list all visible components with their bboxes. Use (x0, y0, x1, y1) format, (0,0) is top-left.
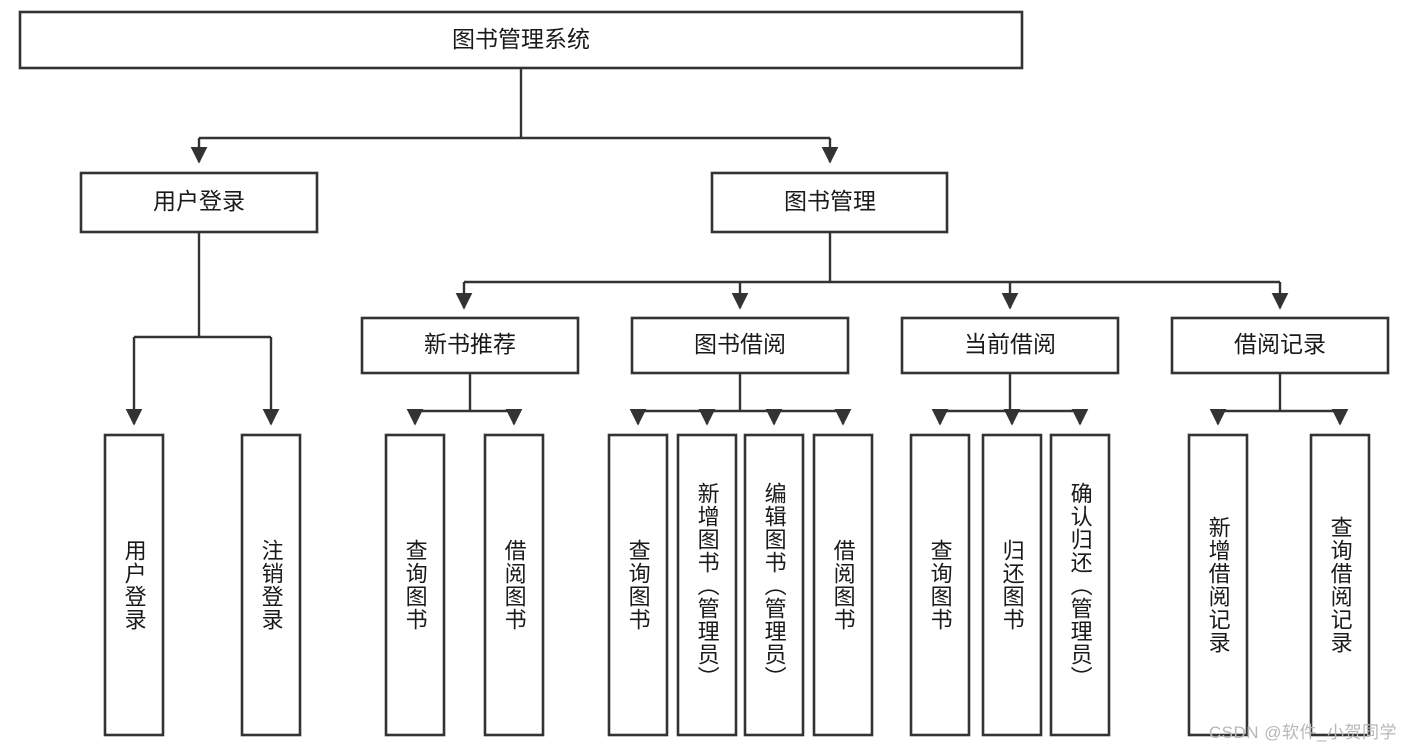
node-new-book-recommend-label: 新书推荐 (424, 331, 516, 357)
node-current-borrow-box[interactable] (900, 316, 1120, 375)
node-root-box[interactable] (18, 10, 1024, 70)
node-book-borrow-box[interactable] (630, 316, 850, 375)
leaf-box-cb-query-book[interactable] (909, 433, 971, 737)
csdn-watermark: CSDN @软件_小贺同学 (1208, 723, 1397, 742)
node-current-borrow[interactable]: 当前借阅 (900, 316, 1120, 375)
node-root[interactable]: 图书管理系统 (18, 10, 1024, 70)
leaf-box-user-logout[interactable] (240, 433, 302, 737)
leaf-box-cb-return-book[interactable] (981, 433, 1043, 737)
node-book-borrow[interactable]: 图书借阅 (630, 316, 850, 375)
leaf-box-nb-borrow-book[interactable] (483, 433, 545, 737)
node-book-borrow-label: 图书借阅 (694, 331, 786, 357)
leaf-box-cb-confirm-return[interactable] (1049, 433, 1111, 737)
node-borrow-record-label: 借阅记录 (1234, 331, 1326, 357)
node-new-book-recommend-box[interactable] (360, 316, 580, 375)
node-root-label: 图书管理系统 (452, 26, 590, 52)
node-user-login-label: 用户登录 (153, 188, 245, 214)
node-book-manage-box[interactable] (710, 171, 949, 234)
leaf-box-br-query-record[interactable] (1309, 433, 1371, 737)
node-book-manage[interactable]: 图书管理 (710, 171, 949, 234)
node-borrow-record-box[interactable] (1170, 316, 1390, 375)
node-user-login[interactable]: 用户登录 (79, 171, 319, 234)
leaf-box-bb-query-book[interactable] (607, 433, 669, 737)
leaf-box-bb-borrow-book[interactable] (812, 433, 874, 737)
leaf-box-nb-query-book[interactable] (384, 433, 446, 737)
leaf-box-br-add-record[interactable] (1187, 433, 1249, 737)
node-current-borrow-label: 当前借阅 (964, 331, 1056, 357)
node-new-book-recommend[interactable]: 新书推荐 (360, 316, 580, 375)
leaf-box-user-login-do[interactable] (103, 433, 165, 737)
node-book-manage-label: 图书管理 (784, 188, 876, 214)
node-borrow-record[interactable]: 借阅记录 (1170, 316, 1390, 375)
leaf-box-bb-edit-book[interactable] (743, 433, 805, 737)
leaf-box-bb-add-book[interactable] (676, 433, 738, 737)
